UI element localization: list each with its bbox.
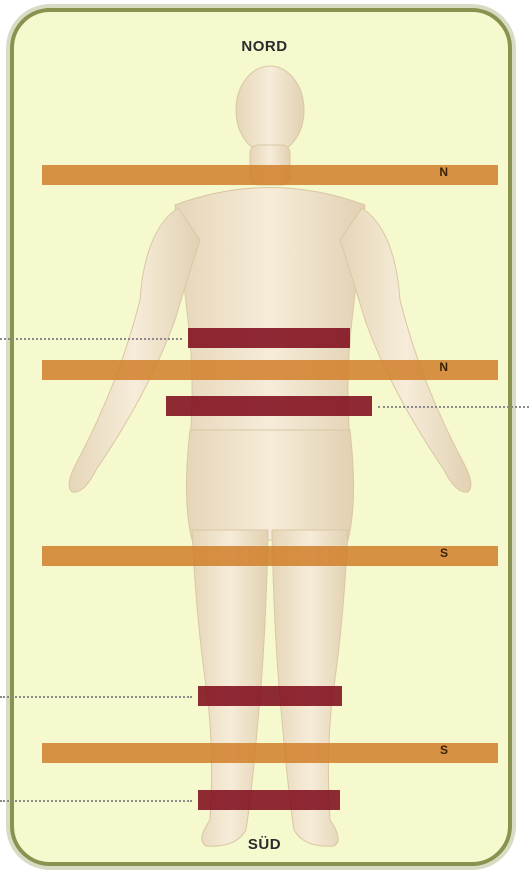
band-letter-2: N <box>439 360 448 374</box>
band-letter-4: S <box>440 743 448 757</box>
figure-hips <box>186 430 353 540</box>
south-label: SÜD <box>0 836 529 853</box>
figure-head <box>236 66 304 154</box>
leader-line-knees <box>0 696 192 698</box>
maroon-band-knees <box>198 686 342 706</box>
leader-line-chest <box>0 338 182 340</box>
band-letter-3: S <box>440 546 448 560</box>
maroon-band-waist <box>166 396 372 416</box>
figure-left-arm <box>69 208 200 492</box>
north-label: NORD <box>0 38 529 55</box>
maroon-band-chest <box>188 328 350 348</box>
leader-line-waist <box>378 406 529 408</box>
orange-band-4: S <box>42 743 498 763</box>
orange-band-2: N <box>42 360 498 380</box>
band-letter-1: N <box>439 165 448 179</box>
orange-band-1: N <box>42 165 498 185</box>
orange-band-3: S <box>42 546 498 566</box>
leader-line-ankles <box>0 800 192 802</box>
maroon-band-ankles <box>198 790 340 810</box>
figure-right-arm <box>340 208 471 492</box>
